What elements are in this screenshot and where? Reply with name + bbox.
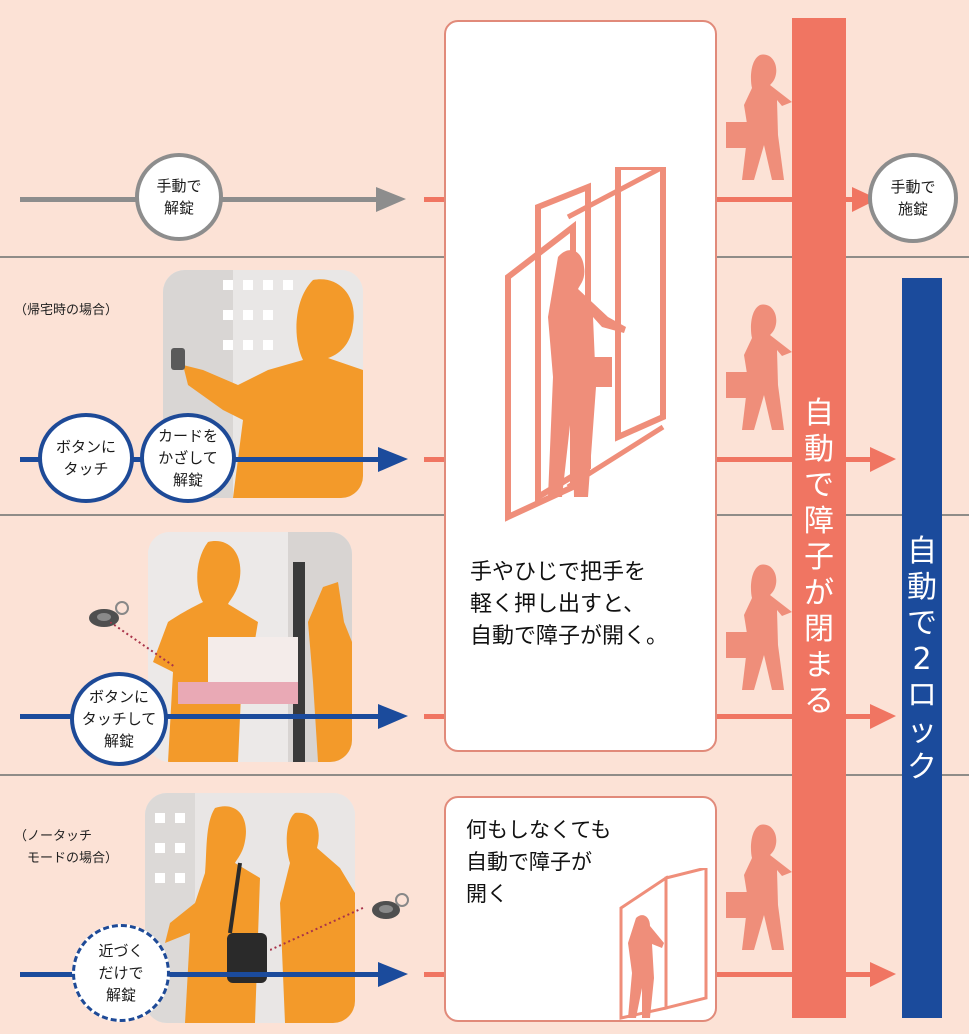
approach-unlock-badge: 近づく だけで 解錠 — [72, 924, 170, 1022]
walking-person-icon-4 — [726, 824, 792, 950]
row3-salmon-stub — [424, 714, 444, 719]
row1-salmon-arrow-line — [716, 197, 856, 202]
row1-salmon-stub — [424, 197, 444, 202]
auto-close-bar: 自 動 で 障 子 が 閉 ま る — [792, 18, 846, 1018]
row2-note: （帰宅時の場合） — [14, 303, 119, 318]
auto-lock-char-2: で — [907, 606, 937, 641]
auto-lock-char-6: ク — [907, 750, 937, 785]
manual-unlock-badge: 手動で 解錠 — [135, 153, 223, 241]
auto-double-lock-bar: 自 動 で 2 ロ ッ ク — [902, 278, 942, 1018]
auto-lock-char-1: 動 — [907, 570, 937, 605]
row-divider-3 — [0, 774, 969, 776]
bottom-panel-text: 何もしなくても 自動で障子が 開く — [466, 818, 612, 906]
auto-close-char-5: が — [804, 576, 834, 611]
auto-close-char-8: る — [804, 684, 834, 719]
shopping-scene-icon — [148, 532, 352, 762]
row1-salmon-arrowhead-icon — [852, 187, 878, 212]
main-door-panel: 手やひじで把手を 軽く押し出すと、 自動で障子が開く。 — [444, 20, 717, 752]
row2-blue-arrowhead-icon — [378, 447, 408, 472]
manual-lock-badge: 手動で 施錠 — [868, 153, 958, 243]
notouch-keyfob-icon — [372, 893, 409, 919]
sliding-door-icon — [505, 167, 666, 522]
auto-close-char-7: ま — [804, 648, 834, 683]
bottom-door-panel: 何もしなくても 自動で障子が 開く — [444, 796, 717, 1022]
row4-note: （ノータッチ モードの場合） — [14, 829, 119, 866]
walking-person-icon-2 — [726, 304, 792, 430]
walking-person-icon-1 — [726, 54, 792, 181]
row4-blue-arrow-line — [20, 972, 382, 977]
row4-salmon-arrowhead-icon — [870, 962, 896, 987]
auto-lock-char-4: ロ — [907, 678, 937, 713]
auto-close-char-0: 自 — [804, 396, 834, 431]
auto-close-char-6: 閉 — [804, 612, 834, 647]
main-panel-text: 手やひじで把手を 軽く押し出すと、 自動で障子が開く。 — [470, 560, 669, 649]
auto-close-char-3: 障 — [804, 504, 834, 539]
row3-blue-arrowhead-icon — [378, 704, 408, 729]
signal-dotted-line — [110, 622, 176, 668]
walking-person-icon-3 — [726, 564, 792, 690]
row2-salmon-stub — [424, 457, 444, 462]
row3-salmon-arrowhead-icon — [870, 704, 896, 729]
notouch-scene-icon — [145, 793, 355, 1023]
row2-salmon-arrowhead-icon — [870, 447, 896, 472]
auto-lock-char-3: 2 — [912, 642, 932, 677]
card-unlock-badge: カードを かざして 解錠 — [140, 413, 236, 503]
touch-button-badge: ボタンに タッチ — [38, 413, 134, 503]
auto-close-char-1: 動 — [804, 432, 834, 467]
notouch-photo — [145, 793, 355, 1023]
touch-button-photo — [148, 532, 352, 762]
row4-blue-arrowhead-icon — [378, 962, 408, 987]
row1-gray-arrowhead-icon — [376, 187, 406, 212]
auto-lock-char-5: ッ — [907, 714, 937, 749]
row4-salmon-stub — [424, 972, 444, 977]
notouch-signal-line — [270, 906, 366, 951]
auto-close-char-4: 子 — [804, 540, 834, 575]
touch-unlock-badge: ボタンに タッチして 解錠 — [70, 672, 168, 766]
small-door-icon — [619, 868, 708, 1020]
auto-lock-char-0: 自 — [907, 534, 937, 569]
auto-close-char-2: で — [804, 468, 834, 503]
row3-blue-arrow-line — [20, 714, 382, 719]
